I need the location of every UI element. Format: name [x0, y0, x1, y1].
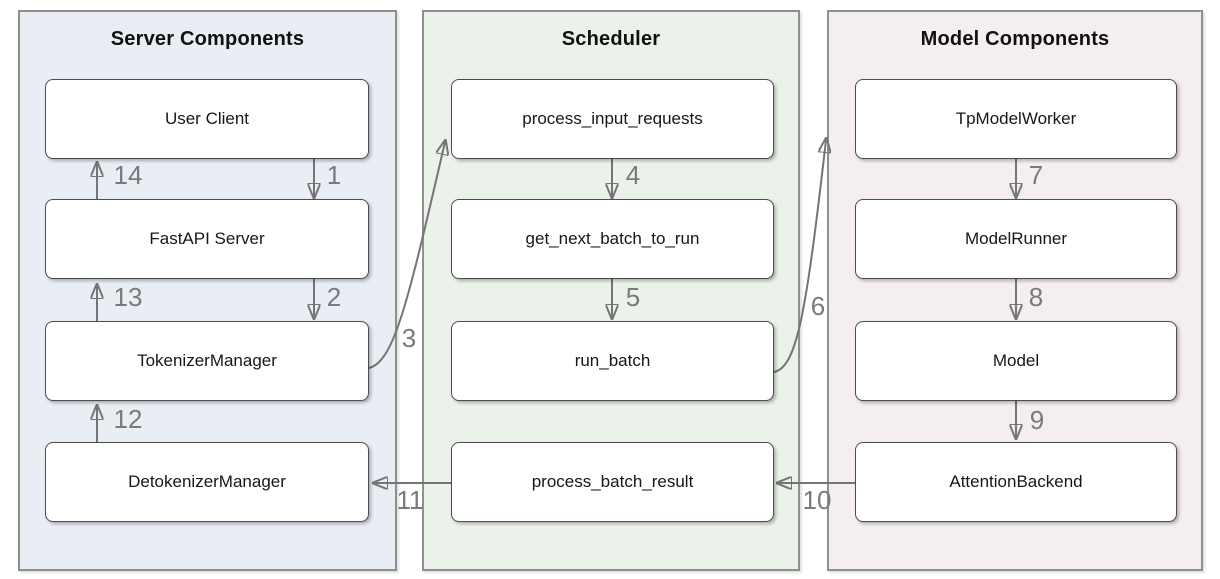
edge-label-2: 2 [326, 282, 342, 312]
node-label: process_input_requests [522, 109, 703, 128]
node-detokenizer-manager: DetokenizerManager [45, 442, 369, 522]
node-label: ModelRunner [964, 229, 1068, 248]
node-label: DetokenizerManager [128, 472, 286, 491]
group-title-server-components: Server Components [110, 28, 305, 50]
node-label: FastAPI Server [149, 229, 265, 248]
node-tokenizer-manager: TokenizerManager [45, 321, 369, 401]
node-label: get_next_batch_to_run [525, 229, 700, 248]
node-run-batch: run_batch [451, 321, 774, 401]
edge-label-12: 12 [113, 404, 143, 434]
edge-label-6: 6 [810, 291, 826, 321]
edge-label-10: 10 [802, 485, 832, 515]
node-label: TpModelWorker [955, 109, 1077, 128]
edge-label-8: 8 [1028, 282, 1044, 312]
edge-label-7: 7 [1028, 160, 1044, 190]
node-get-next-batch-to-run: get_next_batch_to_run [451, 199, 774, 279]
edge-label-5: 5 [625, 282, 641, 312]
node-label: TokenizerManager [137, 351, 277, 370]
edge-label-13: 13 [113, 282, 143, 312]
edge-label-1: 1 [326, 160, 342, 190]
node-process-input-requests: process_input_requests [451, 79, 774, 159]
node-label: AttentionBackend [949, 472, 1083, 491]
edge-label-9: 9 [1029, 405, 1045, 435]
edge-label-14: 14 [113, 160, 143, 190]
node-process-batch-result: process_batch_result [451, 442, 774, 522]
node-label: Model [992, 351, 1040, 370]
node-label: run_batch [574, 351, 651, 370]
node-model-runner: ModelRunner [855, 199, 1177, 279]
group-title-model-components: Model Components [920, 28, 1110, 50]
node-label: process_batch_result [531, 472, 694, 491]
node-user-client: User Client [45, 79, 369, 159]
node-model: Model [855, 321, 1177, 401]
group-title-scheduler: Scheduler [561, 28, 661, 50]
node-attention-backend: AttentionBackend [855, 442, 1177, 522]
edge-label-3: 3 [401, 323, 417, 353]
node-tp-model-worker: TpModelWorker [855, 79, 1177, 159]
node-label: User Client [164, 109, 250, 128]
edge-label-4: 4 [625, 160, 641, 190]
edge-label-11: 11 [396, 485, 424, 515]
node-fastapi-server: FastAPI Server [45, 199, 369, 279]
